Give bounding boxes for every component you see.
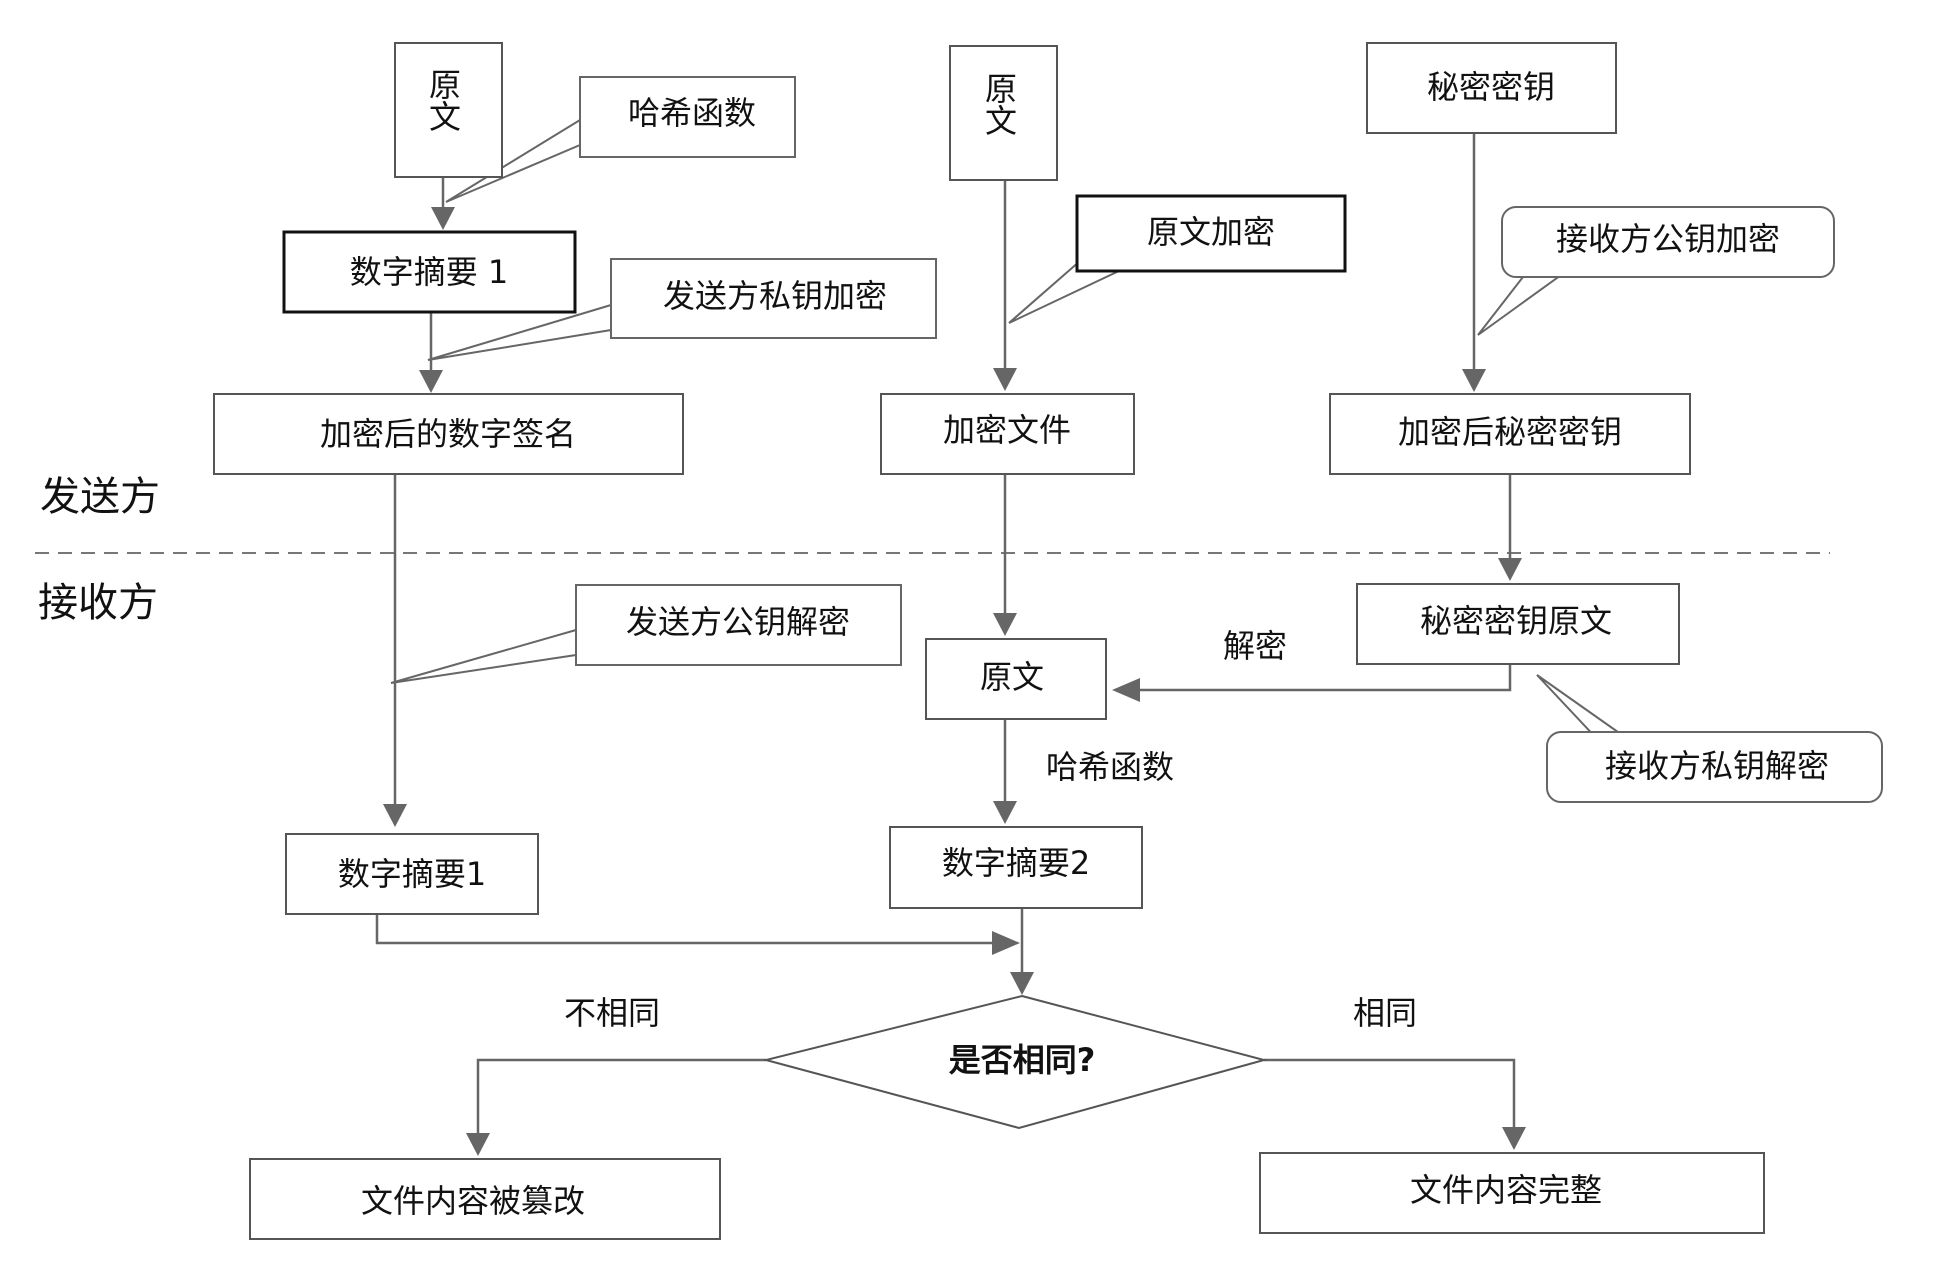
edge-decision-to-tampered xyxy=(476,1058,766,1146)
svg-text:原: 原 xyxy=(429,66,461,104)
callout-receiver-public-encrypt: 接收方公钥加密 xyxy=(1501,206,1835,278)
arrowhead-digest2 xyxy=(993,801,1017,824)
svg-text:原文: 原文 xyxy=(980,658,1044,696)
pointer-sender-pub xyxy=(390,628,577,684)
svg-text:秘密密钥: 秘密密钥 xyxy=(1427,68,1555,106)
node-digest2: 数字摘要2 xyxy=(889,826,1143,909)
arrowhead-decision xyxy=(1010,972,1034,995)
callout-sender-public-decrypt: 发送方公钥解密 xyxy=(575,584,902,666)
arrowhead-orig xyxy=(993,613,1017,636)
callout-hash-function: 哈希函数 xyxy=(579,76,796,158)
svg-text:数字摘要 1: 数字摘要 1 xyxy=(350,253,509,291)
svg-text:数字摘要1: 数字摘要1 xyxy=(338,855,486,893)
svg-text:文件内容被篡改: 文件内容被篡改 xyxy=(361,1182,585,1220)
node-encrypted-file: 加密文件 xyxy=(880,393,1135,475)
svg-text:加密后的数字签名: 加密后的数字签名 xyxy=(320,415,576,453)
label-same: 相同 xyxy=(1353,994,1417,1032)
label-not-same: 不相同 xyxy=(564,994,660,1032)
node-tampered: 文件内容被篡改 xyxy=(249,1158,721,1240)
svg-text:原: 原 xyxy=(985,70,1017,108)
arrowhead-encfile xyxy=(993,368,1017,391)
edge-keyplain-to-orig xyxy=(1124,664,1512,692)
node-original-2: 原 文 xyxy=(949,45,1058,181)
arrowhead-keyplain xyxy=(1498,558,1522,581)
node-original-1: 原 文 xyxy=(394,42,503,178)
arrowhead-digest1 xyxy=(431,207,455,230)
node-signed-digest: 加密后的数字签名 xyxy=(213,393,684,475)
callout-sender-private-encrypt: 发送方私钥加密 xyxy=(610,258,937,339)
arrowhead-enckey xyxy=(1462,369,1486,392)
node-digest1-top: 数字摘要 1 xyxy=(282,230,577,314)
label-decrypt: 解密 xyxy=(1223,627,1287,665)
node-intact: 文件内容完整 xyxy=(1259,1152,1765,1234)
sender-section-label: 发送方 xyxy=(40,474,160,520)
arrowhead-digest1b xyxy=(383,804,407,827)
edge-decision-to-intact xyxy=(1264,1058,1516,1140)
svg-text:原文加密: 原文加密 xyxy=(1147,213,1275,251)
arrowhead-orig-left xyxy=(1112,678,1140,702)
arrowhead-merge xyxy=(992,931,1020,955)
svg-text:文: 文 xyxy=(985,102,1017,140)
label-hash-function: 哈希函数 xyxy=(1046,748,1174,786)
node-digest1-bottom: 数字摘要1 xyxy=(285,833,539,915)
svg-text:秘密密钥原文: 秘密密钥原文 xyxy=(1420,602,1612,640)
node-decision: 是否相同? xyxy=(762,994,1268,1130)
node-key-plaintext: 秘密密钥原文 xyxy=(1356,583,1680,665)
svg-text:接收方私钥解密: 接收方私钥解密 xyxy=(1605,747,1829,785)
node-encrypted-key: 加密后秘密密钥 xyxy=(1329,393,1691,475)
svg-text:是否相同?: 是否相同? xyxy=(949,1041,1096,1079)
callout-encrypt-original: 原文加密 xyxy=(1075,194,1347,273)
svg-text:文件内容完整: 文件内容完整 xyxy=(1410,1171,1602,1209)
svg-text:加密文件: 加密文件 xyxy=(943,411,1071,449)
svg-text:哈希函数: 哈希函数 xyxy=(628,94,756,132)
edges xyxy=(375,133,1526,1156)
svg-text:发送方私钥加密: 发送方私钥加密 xyxy=(663,277,887,315)
edge-digest1b-to-merge xyxy=(375,914,1004,945)
svg-text:数字摘要2: 数字摘要2 xyxy=(942,844,1090,882)
callout-receiver-private-decrypt: 接收方私钥解密 xyxy=(1546,731,1883,803)
receiver-section-label: 接收方 xyxy=(38,580,158,626)
svg-text:加密后秘密密钥: 加密后秘密密钥 xyxy=(1398,413,1622,451)
svg-text:接收方公钥加密: 接收方公钥加密 xyxy=(1556,220,1780,258)
arrowhead-tampered xyxy=(466,1133,490,1156)
arrowhead-intact xyxy=(1502,1127,1526,1150)
node-received-original: 原文 xyxy=(925,638,1107,720)
svg-text:文: 文 xyxy=(429,98,461,136)
svg-text:发送方公钥解密: 发送方公钥解密 xyxy=(626,603,850,641)
node-secret-key: 秘密密钥 xyxy=(1366,42,1617,134)
arrowhead-signed xyxy=(419,370,443,393)
